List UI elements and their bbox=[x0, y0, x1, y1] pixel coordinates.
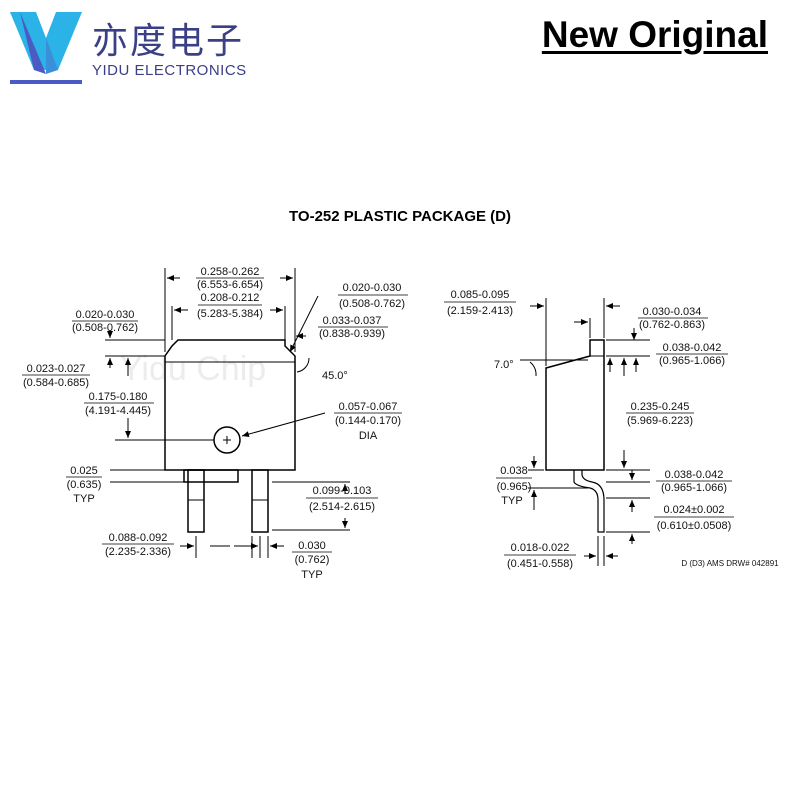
lead-thickness-in: 0.018-0.022 bbox=[511, 542, 570, 554]
top-left-offset-in: 0.020-0.030 bbox=[76, 309, 135, 321]
headline: New Original bbox=[541, 14, 768, 55]
side-lead bbox=[573, 470, 605, 533]
front-labels: 0.258-0.262 (6.553-6.654) 0.208-0.212 (5… bbox=[22, 266, 408, 581]
brand-name-en: YIDU ELECTRONICS bbox=[92, 62, 247, 79]
tab-height-mm: (0.584-0.685) bbox=[23, 377, 89, 389]
lead-drop-mm: (0.965-1.066) bbox=[661, 482, 727, 494]
front-stub bbox=[183, 469, 239, 483]
tab-height-in: 0.023-0.027 bbox=[27, 363, 86, 375]
hole-height-mm: (4.191-4.445) bbox=[85, 405, 151, 417]
top-left-offset-mm: (0.508-0.762) bbox=[72, 322, 138, 334]
lead-width-note: TYP bbox=[301, 569, 322, 581]
front-body-outline bbox=[164, 339, 296, 471]
tab-width-mm: (5.283-5.384) bbox=[197, 308, 263, 320]
lead-length-mm: (2.514-2.615) bbox=[309, 501, 375, 513]
tab-rise-mm: (0.965-1.066) bbox=[659, 355, 725, 367]
hole-dia-in: 0.057-0.067 bbox=[339, 401, 398, 413]
chamfer-angle: 45.0° bbox=[322, 370, 348, 382]
chamfer-in: 0.033-0.037 bbox=[323, 315, 382, 327]
lead-pitch-mm: (2.235-2.336) bbox=[105, 546, 171, 558]
overall-width-in: 0.258-0.262 bbox=[201, 266, 260, 278]
side-view bbox=[545, 339, 605, 533]
hole-height-in: 0.175-0.180 bbox=[89, 391, 148, 403]
drawing-ref: D (D3) AMS DRW# 042891 bbox=[681, 559, 779, 568]
lead-width-in: 0.030 bbox=[298, 540, 326, 552]
lead-offset-in: 0.038 bbox=[500, 465, 528, 477]
side-dimensions bbox=[520, 298, 650, 566]
chamfer-mm: (0.838-0.939) bbox=[319, 328, 385, 340]
body-height-mm: (5.969-6.223) bbox=[627, 415, 693, 427]
lead-thickness-mm: (0.451-0.558) bbox=[507, 558, 573, 570]
tab-width-in: 0.208-0.212 bbox=[201, 292, 260, 304]
tab-rise-in: 0.038-0.042 bbox=[663, 342, 722, 354]
lead-pitch-in: 0.088-0.092 bbox=[109, 532, 168, 544]
lead-step-mm: (0.635) bbox=[67, 479, 102, 491]
front-lead-left bbox=[187, 469, 205, 533]
lead-drop-in: 0.038-0.042 bbox=[665, 469, 724, 481]
body-thickness-mm: (2.159-2.413) bbox=[447, 305, 513, 317]
lead-foot-mm: (0.610±0.0508) bbox=[657, 520, 732, 532]
lead-step-note: TYP bbox=[73, 493, 94, 505]
top-right-offset-mm: (0.508-0.762) bbox=[339, 298, 405, 310]
side-angle: 7.0° bbox=[494, 359, 514, 371]
front-lead-right bbox=[251, 469, 269, 533]
overall-width-mm: (6.553-6.654) bbox=[197, 279, 263, 291]
hole-dia-mm: (0.144-0.170) bbox=[335, 415, 401, 427]
brand-name-cn: 亦度电子 bbox=[92, 21, 245, 62]
lead-offset-note: TYP bbox=[501, 495, 522, 507]
body-thickness-in: 0.085-0.095 bbox=[451, 289, 510, 301]
lead-foot-in: 0.024±0.002 bbox=[663, 504, 724, 516]
front-dimensions bbox=[105, 268, 350, 558]
tab-thickness-in: 0.030-0.034 bbox=[643, 306, 702, 318]
lead-length-in: 0.099-0.103 bbox=[313, 485, 372, 497]
front-view bbox=[164, 339, 296, 533]
package-title: TO-252 PLASTIC PACKAGE (D) bbox=[289, 208, 511, 225]
hole-dia-label: DIA bbox=[359, 430, 378, 442]
lead-width-mm: (0.762) bbox=[295, 554, 330, 566]
lead-offset-mm: (0.965) bbox=[497, 481, 532, 493]
lead-step-in: 0.025 bbox=[70, 465, 98, 477]
brand-logo: 亦度电子 YIDU ELECTRONICS bbox=[6, 4, 266, 90]
top-right-offset-in: 0.020-0.030 bbox=[343, 282, 402, 294]
side-labels: 0.085-0.095 (2.159-2.413) 0.030-0.034 (0… bbox=[444, 289, 779, 570]
yidu-logo-icon bbox=[10, 12, 82, 84]
body-height-in: 0.235-0.245 bbox=[631, 401, 690, 413]
tab-thickness-mm: (0.762-0.863) bbox=[639, 319, 705, 331]
